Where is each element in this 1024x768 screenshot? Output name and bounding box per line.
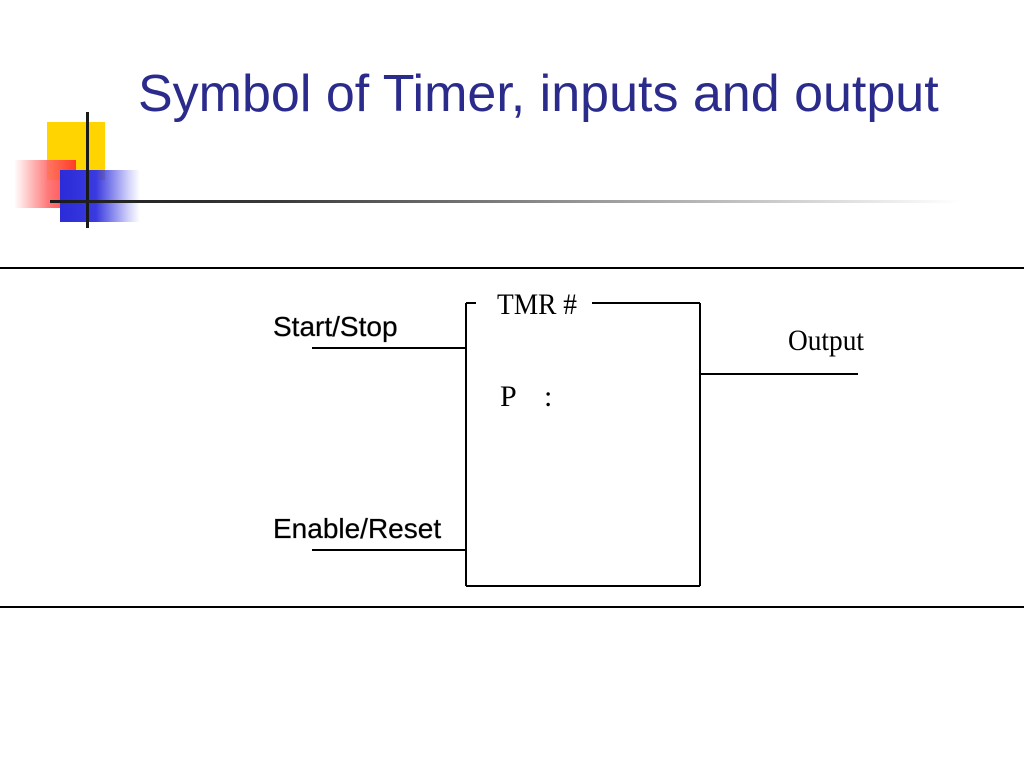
timer-block [465,302,701,587]
preset-colon: : [544,380,552,413]
preset-letter: P [500,380,517,413]
title-underline [50,200,960,203]
output-label: Output [788,324,865,357]
timer-header-label: TMR # [497,288,577,321]
blue-square-decoration [60,170,140,222]
slide-title: Symbol of Timer, inputs and output [138,65,939,123]
vertical-rule-decoration [86,112,89,228]
start-stop-label: Start/Stop [273,311,398,342]
enable-reset-label: Enable/Reset [273,513,441,544]
